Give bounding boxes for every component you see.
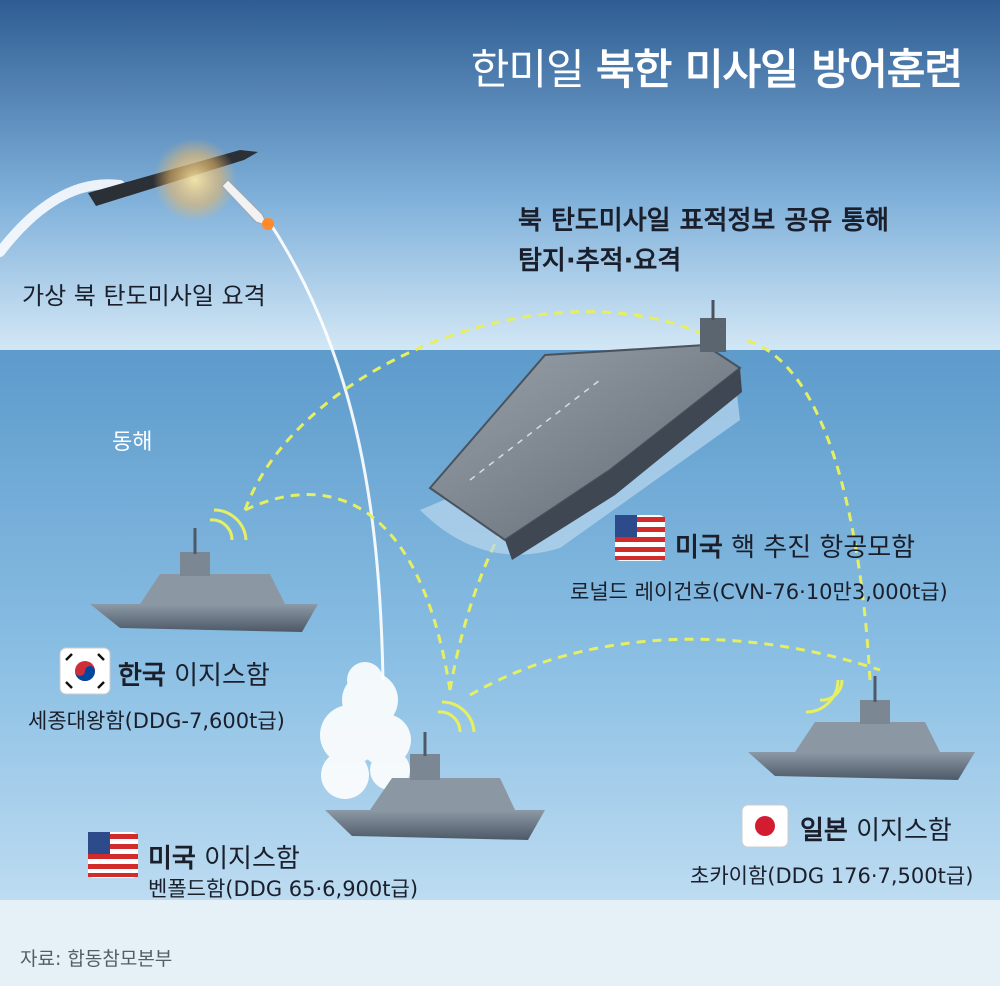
carrier-country: 미국 (675, 533, 723, 563)
japan-ship-label: 일본 이지스함 (800, 810, 952, 847)
source-band (0, 900, 1000, 986)
title-bold: 북한 미사일 방어훈련 (595, 45, 963, 94)
korea-flag-icon (59, 647, 111, 695)
us-destroyer-icon (325, 700, 545, 840)
us-ship-label: 미국 이지스함 (148, 838, 300, 875)
sea-label: 동해 (112, 430, 153, 455)
korea-ship-detail: 세종대왕함(DDG-7,600t급) (28, 709, 285, 733)
japanese-destroyer-icon (748, 676, 975, 780)
info-line-2: 탐지·추적·요격 (518, 246, 682, 276)
korea-ship-country: 한국 (118, 661, 166, 691)
aircraft-carrier-icon (420, 300, 742, 560)
intercept-blast-icon (153, 138, 237, 222)
launch-smoke (320, 662, 411, 799)
ballistic-contrail (0, 179, 125, 257)
title-light: 한미일 (470, 45, 585, 94)
us-flag-icon-destroyer (88, 832, 138, 878)
carrier-type: 핵 추진 항공모함 (722, 533, 916, 563)
interceptor-trail (266, 219, 385, 681)
page-title: 한미일 북한 미사일 방어훈련 (470, 36, 963, 97)
korea-ship-label: 한국 이지스함 (118, 655, 270, 692)
japan-ship-detail: 초카이함(DDG 176·7,500t급) (690, 864, 974, 888)
info-line-1: 북 탄도미사일 표적정보 공유 통해 (518, 206, 890, 236)
korea-ship-type: 이지스함 (165, 661, 270, 691)
korean-destroyer-icon (90, 508, 318, 632)
carrier-label: 미국 핵 추진 항공모함 (675, 527, 915, 564)
japan-ship-country: 일본 (800, 816, 848, 846)
carrier-detail: 로널드 레이건호(CVN-76·10만3,000t급) (570, 580, 948, 604)
us-ship-country: 미국 (148, 844, 196, 874)
japan-flag-icon (741, 804, 789, 848)
interceptor-missile-icon (221, 179, 274, 230)
missile-caption: 가상 북 탄도미사일 요격 (22, 282, 266, 310)
japan-ship-type: 이지스함 (847, 816, 952, 846)
us-ship-detail: 벤폴드함(DDG 65·6,900t급) (148, 877, 419, 901)
us-ship-type: 이지스함 (195, 844, 300, 874)
source-credit: 자료: 합동참모본부 (20, 948, 173, 970)
us-flag-icon-carrier (615, 515, 665, 561)
